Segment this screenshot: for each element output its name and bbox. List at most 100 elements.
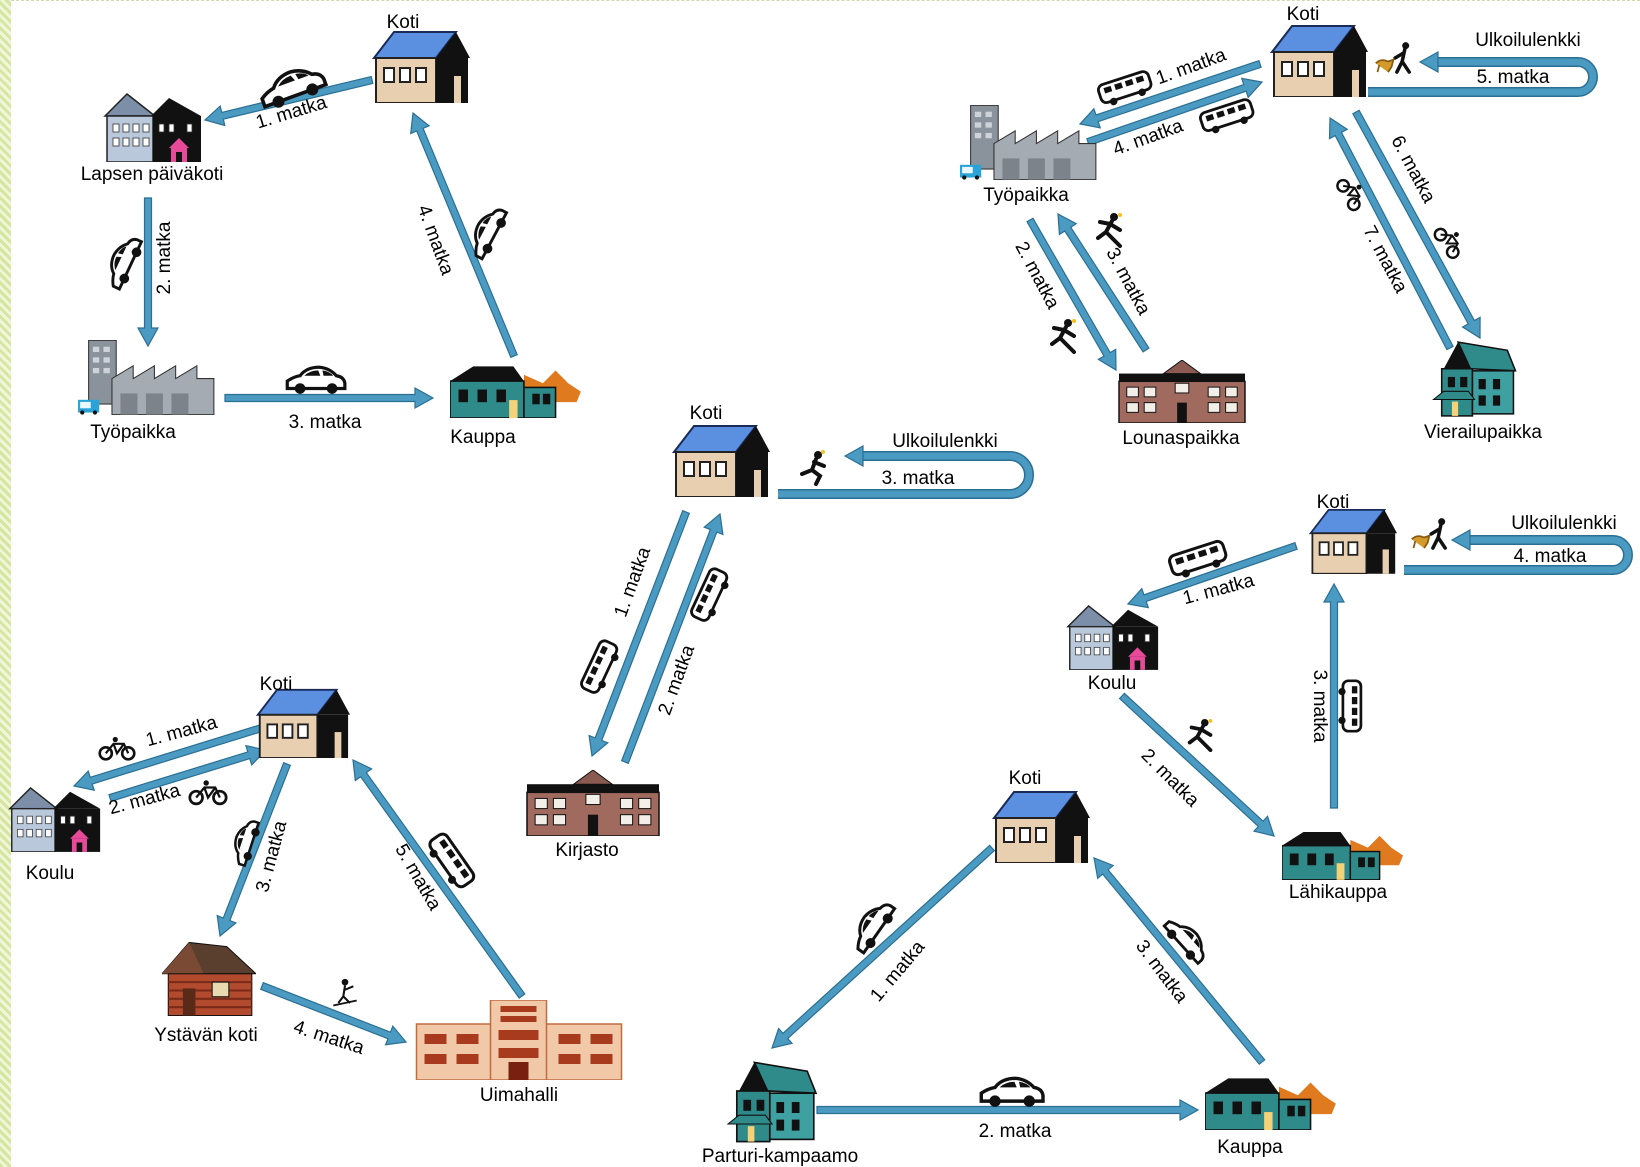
school-icon (1067, 605, 1159, 670)
trip-label-2: 2. matka (655, 642, 700, 718)
visit-place-icon (1432, 341, 1517, 417)
place-label-school: Koulu (1088, 673, 1137, 694)
car-icon (100, 231, 148, 293)
dog-walker-icon (1374, 40, 1412, 75)
runner-icon (800, 450, 827, 486)
workplace-icon (960, 105, 1097, 180)
shop-icon (450, 365, 582, 418)
home-icon (993, 791, 1090, 863)
trip-arrow-2 (1118, 692, 1275, 837)
trip-label-3: 3. matka (1101, 244, 1154, 319)
trip-label-4: 4. matka (1514, 546, 1587, 567)
trip-arrow-1 (588, 509, 691, 758)
bicycle-icon (188, 780, 228, 806)
trip-label-2: 2. matka (979, 1121, 1052, 1142)
place-label-friend: Ystävän koti (154, 1025, 258, 1046)
place-label-work: Työpaikka (983, 185, 1069, 206)
trip-arrow-2 (816, 1098, 1200, 1122)
trip-label-2: 2. matka (1010, 238, 1063, 313)
place-label-visit: Vierailupaikka (1424, 422, 1542, 443)
car-icon (979, 1076, 1045, 1108)
trip-arrow-1 (1078, 59, 1262, 129)
place-label-daycare: Lapsen päiväkoti (81, 164, 224, 185)
trip-arrow-3 (1093, 857, 1266, 1066)
home-icon (373, 31, 470, 103)
place-label-outdoor: Ulkoilulenkki (1475, 30, 1581, 51)
local-store-icon (1282, 831, 1404, 880)
skier-icon (332, 978, 358, 1007)
lunch-place-icon (1118, 360, 1246, 423)
home-icon (1271, 25, 1368, 97)
trip-arrow-3 (1322, 582, 1346, 809)
place-label-home: Koti (1317, 492, 1350, 513)
trip-arrow-6 (1352, 109, 1481, 340)
trip-label-6: 6. matka (1386, 132, 1439, 207)
trip-arrow-5 (352, 758, 526, 999)
library-icon (526, 770, 660, 836)
workplace-icon (78, 340, 215, 415)
car-icon (1159, 911, 1214, 969)
trip-label-1: 1. matka (1153, 44, 1229, 89)
trip-label-2: 2. matka (154, 221, 175, 294)
trip-arrow-3 (216, 761, 292, 938)
home-icon (256, 688, 350, 758)
page-border-left (0, 0, 11, 1167)
walker-icon (1187, 718, 1215, 752)
trip-label-3: 3. matka (882, 468, 955, 489)
trip-label-3: 3. matka (1309, 670, 1330, 743)
trip-arrow-1 (72, 721, 270, 791)
bus-icon (1337, 679, 1363, 733)
place-label-outdoor: Ulkoilulenkki (892, 431, 998, 452)
place-label-home: Koti (1287, 4, 1320, 25)
place-label-lunch: Lounaspaikka (1122, 428, 1240, 449)
car-icon (845, 895, 901, 958)
friends-home-icon (162, 942, 256, 1016)
swimming-hall-icon (415, 1000, 623, 1080)
barber-icon (727, 1061, 817, 1143)
bicycle-icon (98, 736, 136, 761)
page-border-top (11, 0, 1640, 4)
trip-arrow-4 (1086, 77, 1264, 147)
place-label-shop: Kauppa (1217, 1137, 1283, 1158)
place-label-home: Koti (690, 403, 723, 424)
car-icon (285, 365, 347, 395)
place-label-home: Koti (387, 12, 420, 33)
outdoor-loops (778, 50, 1633, 575)
place-label-home: Koti (1009, 768, 1042, 789)
school-icon (9, 787, 101, 852)
trip-arrow-3 (1057, 212, 1150, 353)
trip-arrow-1 (771, 844, 996, 1049)
trip-label-5: 5. matka (1477, 67, 1550, 88)
shop-icon (1205, 1077, 1337, 1130)
place-label-school: Koulu (26, 863, 75, 884)
dog-walker-icon (1410, 516, 1448, 551)
walker-icon (1096, 212, 1124, 248)
outdoor-loop-arrow (1368, 50, 1598, 97)
outdoor-loop-arrow (1404, 528, 1633, 575)
place-label-work: Työpaikka (90, 422, 176, 443)
trip-arrows (72, 59, 1481, 1122)
trip-label-2: 2. matka (1137, 745, 1204, 812)
trip-label-3: 3. matka (289, 412, 362, 433)
place-label-pool: Uimahalli (480, 1085, 558, 1106)
place-label-store: Lähikauppa (1289, 882, 1388, 903)
trip-arrow-2 (1026, 217, 1117, 372)
place-label-outdoor: Ulkoilulenkki (1511, 513, 1617, 534)
trip-arrow-7 (1328, 116, 1454, 351)
trip-arrow-4 (259, 981, 408, 1046)
trip-arrow-2 (108, 744, 268, 803)
place-label-shop: Kauppa (450, 427, 516, 448)
place-icons (9, 25, 1517, 1143)
trip-arrow-1 (1126, 541, 1298, 609)
place-label-library: Kirjasto (555, 840, 618, 861)
trip-label-1: 1. matka (866, 936, 929, 1006)
home-icon (673, 425, 770, 497)
transport-icons (98, 40, 1471, 1108)
daycare-icon (104, 93, 202, 162)
trip-arrow-2 (136, 197, 160, 348)
trip-arrow-2 (620, 512, 724, 765)
place-label-barber: Parturi-kampaamo (702, 1146, 858, 1167)
home-icon (1309, 508, 1397, 574)
place-label-home: Koti (260, 674, 293, 695)
